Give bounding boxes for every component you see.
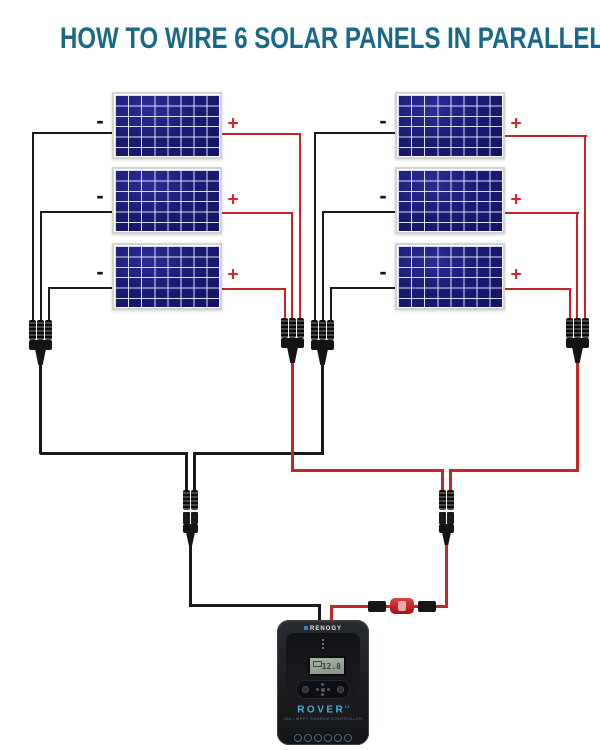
negative-wire-segment xyxy=(40,211,42,322)
positive-wire-segment xyxy=(330,605,448,608)
negative-label: - xyxy=(96,259,104,284)
positive-wire-segment xyxy=(584,135,586,320)
negative-wire-segment xyxy=(32,132,34,322)
solar-panel-right-2 xyxy=(395,167,505,234)
button-panel xyxy=(296,680,350,699)
negative-wire-segment xyxy=(321,364,324,454)
positive-label: + xyxy=(227,189,239,211)
positive-label: + xyxy=(510,264,522,286)
positive-wire-segment xyxy=(292,469,444,472)
negative-wire-segment xyxy=(193,452,196,492)
charge-controller: RENOGY 12.8 ROVERLI 20A | MPPT CHARGE CO… xyxy=(277,620,369,745)
positive-wire-segment xyxy=(330,605,333,626)
negative-wire-segment xyxy=(48,287,50,322)
negative-wire-segment xyxy=(40,211,112,213)
negative-label: - xyxy=(379,259,387,284)
negative-wire-segment xyxy=(322,211,324,322)
positive-wire-segment xyxy=(222,212,293,214)
negative-wire-segment xyxy=(194,452,324,455)
solar-panel-left-1 xyxy=(112,92,222,159)
negative-label: - xyxy=(96,108,104,133)
positive-wire-segment xyxy=(576,212,578,320)
negative-label: - xyxy=(96,183,104,208)
positive-wire-segment xyxy=(284,288,286,320)
lcd-display: 12.8 xyxy=(308,656,346,676)
model-suffix: LI xyxy=(345,704,349,709)
solar-panel-left-3 xyxy=(112,243,222,310)
left-button xyxy=(302,686,309,693)
positive-wire-segment xyxy=(222,133,301,135)
inline-fuse xyxy=(368,598,436,614)
positive-wire-segment xyxy=(569,288,571,320)
negative-wire-segment xyxy=(330,287,332,322)
negative-wire-segment xyxy=(32,132,112,134)
negative-wire-segment xyxy=(48,287,112,289)
positive-label: + xyxy=(510,189,522,211)
positive-wire-segment xyxy=(450,469,579,472)
positive-wire-segment xyxy=(291,212,293,320)
negative-wire-segment xyxy=(322,211,395,213)
positive-wire-segment xyxy=(441,469,444,492)
page-title: HOW TO WIRE 6 SOLAR PANELS IN PARALLEL xyxy=(60,22,600,55)
solar-cells xyxy=(115,170,219,231)
negative-wire-segment xyxy=(189,604,321,607)
solar-cells xyxy=(115,246,219,307)
solar-panel-left-2 xyxy=(112,167,222,234)
renogy-logo-icon xyxy=(303,626,308,630)
negative-wire-segment xyxy=(40,452,187,455)
indicator-leds xyxy=(277,637,369,651)
solar-cells xyxy=(398,170,502,231)
negative-wire-segment xyxy=(314,132,316,322)
negative-wire-segment xyxy=(189,545,192,607)
battery-icon xyxy=(313,661,322,667)
positive-wire-segment xyxy=(503,288,571,290)
positive-label: + xyxy=(227,113,239,135)
right-button xyxy=(337,686,344,693)
model-name: ROVERLI xyxy=(277,704,369,715)
terminal-ports xyxy=(277,729,369,747)
solar-cells xyxy=(398,246,502,307)
negative-wire-segment xyxy=(39,364,42,454)
solar-panel-right-3 xyxy=(395,243,505,310)
solar-cells xyxy=(398,95,502,156)
positive-wire-segment xyxy=(576,362,579,472)
negative-wire-segment xyxy=(330,287,395,289)
negative-wire-segment xyxy=(318,604,321,626)
brand-text: RENOGY xyxy=(309,626,342,632)
solar-panel-right-1 xyxy=(395,92,505,159)
negative-label: - xyxy=(379,108,387,133)
negative-label: - xyxy=(379,183,387,208)
positive-wire-segment xyxy=(445,545,448,608)
model-text: ROVER xyxy=(297,704,346,716)
lcd-value: 12.8 xyxy=(321,662,341,671)
negative-wire-segment xyxy=(314,132,395,134)
brand-logo: RENOGY xyxy=(277,626,369,632)
solar-cells xyxy=(115,95,219,156)
negative-wire-segment xyxy=(185,452,188,492)
positive-wire-segment xyxy=(291,362,294,472)
positive-wire-segment xyxy=(503,212,579,214)
controller-subtitle: 20A | MPPT CHARGE CONTROLLER xyxy=(283,716,363,721)
positive-label: + xyxy=(510,113,522,135)
positive-wire-segment xyxy=(299,133,301,320)
positive-wire-segment xyxy=(449,469,452,492)
positive-label: + xyxy=(227,264,239,286)
positive-wire-segment xyxy=(503,135,587,137)
positive-wire-segment xyxy=(222,288,286,290)
